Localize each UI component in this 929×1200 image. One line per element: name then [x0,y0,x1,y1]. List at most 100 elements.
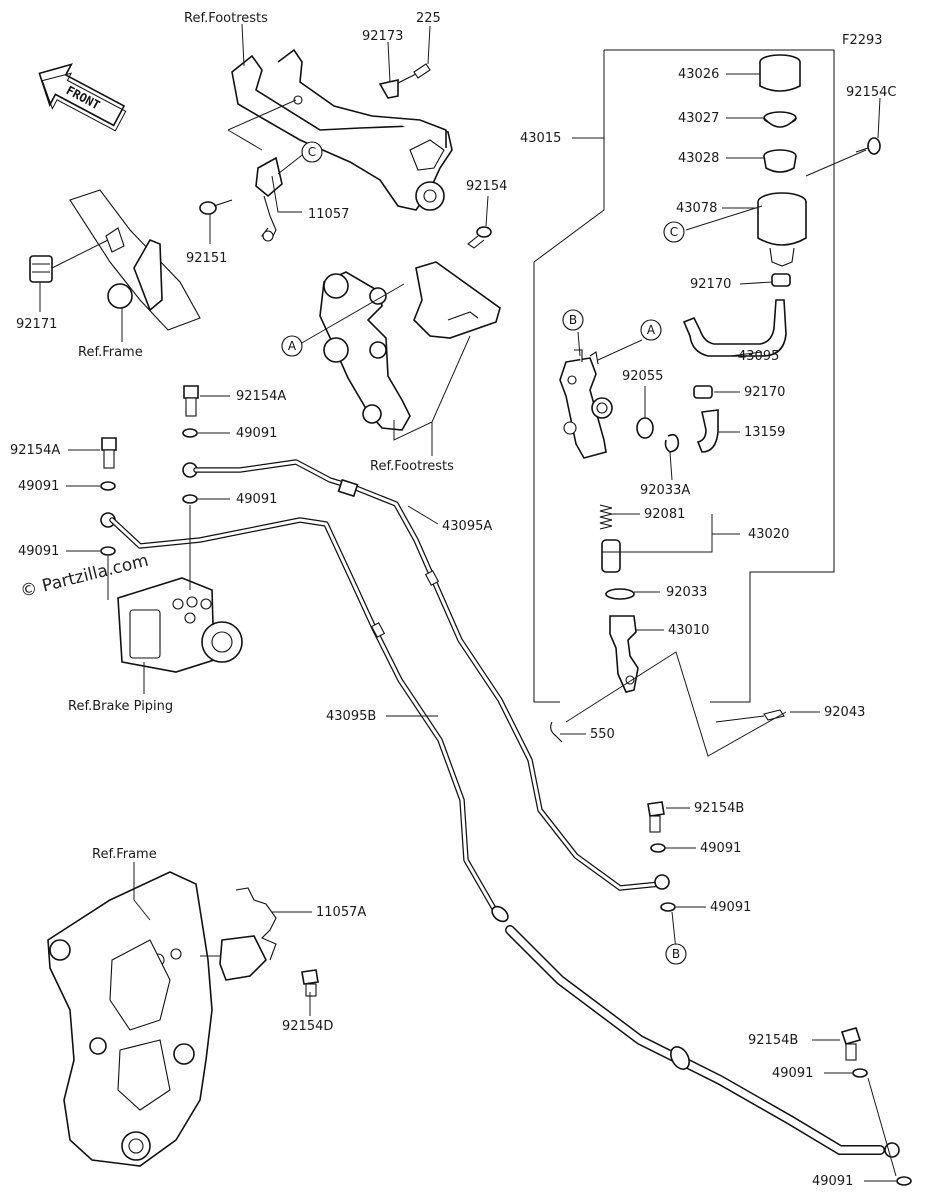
spring-92081 [599,504,613,530]
piston-43020 [601,539,621,573]
bolt-92154B-mid [647,801,665,833]
frame-bottom [47,871,213,1167]
label-49091-6: 49091 [710,900,751,915]
cotter-pin-550 [550,721,563,743]
svg-text:B: B [672,947,680,961]
reservoir-43078 [757,192,807,267]
label-550: 550 [590,727,615,742]
label-43095B: 43095B [326,709,376,724]
label-92151: 92151 [186,251,227,266]
label-49091-3: 49091 [18,479,59,494]
washer-49091-8 [896,1176,912,1186]
callout-c2: C [663,221,685,243]
label-92171: 92171 [16,317,57,332]
label-92154C: 92154C [846,85,896,100]
label-92033: 92033 [666,585,707,600]
label-49091-5: 49091 [700,841,741,856]
label-49091-8: 49091 [812,1174,853,1189]
bolt-92154D [301,969,319,997]
reservoir-hose-43095 [682,299,787,357]
callout-b1: B [562,309,584,331]
ref-footrests-mid: Ref.Footrests [370,459,454,474]
label-43028: 43028 [678,151,719,166]
washer-49091-2 [182,494,198,504]
front-arrow-icon: FRONT [38,63,127,132]
clamp-92170-mid [693,385,713,399]
label-92154: 92154 [466,179,507,194]
label-92033A: 92033A [640,483,690,498]
brake-switch-11057 [255,156,283,242]
washer-49091-7 [852,1068,868,1078]
label-92154B-2: 92154B [748,1033,798,1048]
label-92154B-1: 92154B [694,801,744,816]
label-92173: 92173 [362,29,403,44]
label-43027: 43027 [678,111,719,126]
damper-92171 [29,255,53,283]
switch-11057A [219,887,277,981]
clamp-92170-top [771,273,791,287]
label-49091-2: 49091 [236,492,277,507]
footrest-plate [413,261,501,339]
svg-text:A: A [288,339,297,353]
callout-c1: C [301,141,323,163]
bolt-92154C [855,137,881,155]
clip-92173 [378,79,399,99]
washer-49091-4 [100,546,116,556]
svg-text:A: A [647,323,656,337]
label-43020: 43020 [748,527,789,542]
pin-92043 [715,709,785,723]
reservoir-cap-43026 [759,54,801,92]
label-43078: 43078 [676,201,717,216]
label-43026: 43026 [678,67,719,82]
label-92170-1: 92170 [690,277,731,292]
hose-43095B-lower [491,905,900,1158]
o-ring-92055 [636,417,654,439]
washer-49091-1 [182,428,198,438]
svg-text:C: C [308,145,316,159]
label-92055: 92055 [622,369,663,384]
hose-43095A [193,459,663,891]
footrest-bracket [231,48,453,211]
label-11057A: 11057A [316,905,366,920]
label-92170-2: 92170 [744,385,785,400]
label-43095A: 43095A [442,519,492,534]
label-49091-7: 49091 [772,1066,813,1081]
master-cylinder [559,349,613,459]
ref-frame-bottom: Ref.Frame [92,847,157,862]
push-rod-43010 [609,615,639,693]
bolt-225 [395,63,431,85]
diaphragm-43028 [763,149,797,173]
circlip-92033 [605,588,635,600]
ref-frame-top: Ref.Frame [78,345,143,360]
label-43015: 43015 [520,131,561,146]
callout-a2: A [640,319,662,341]
callout-a1: A [281,335,303,357]
bolt-92154 [467,226,492,249]
banjo-43095A-lower [654,874,670,890]
ref-brake-piping: Ref.Brake Piping [68,699,173,714]
bolt-92154B-bottom [840,1027,862,1061]
bolt-92154A-top [183,385,199,417]
washer-49091-3 [100,481,116,491]
callout-b2: B [665,943,687,965]
label-11057: 11057 [308,207,349,222]
abs-unit [117,577,243,673]
label-43010: 43010 [668,623,709,638]
ref-footrests-top: Ref.Footrests [184,11,268,26]
label-92043: 92043 [824,705,865,720]
frame-top [69,189,201,331]
diagram-code: F2293 [842,33,883,48]
washer-49091-6 [660,902,676,912]
circlip-92033A [664,433,680,453]
label-43095: 43095 [738,349,779,364]
label-92154D: 92154D [282,1019,333,1034]
label-92154A-1: 92154A [236,389,286,404]
svg-text:B: B [569,313,577,327]
svg-text:C: C [670,225,678,239]
label-13159: 13159 [744,425,785,440]
brake-pedal [319,271,411,431]
bolt-92154A-left [101,437,117,469]
label-49091-1: 49091 [236,426,277,441]
screw-92151 [199,199,233,215]
